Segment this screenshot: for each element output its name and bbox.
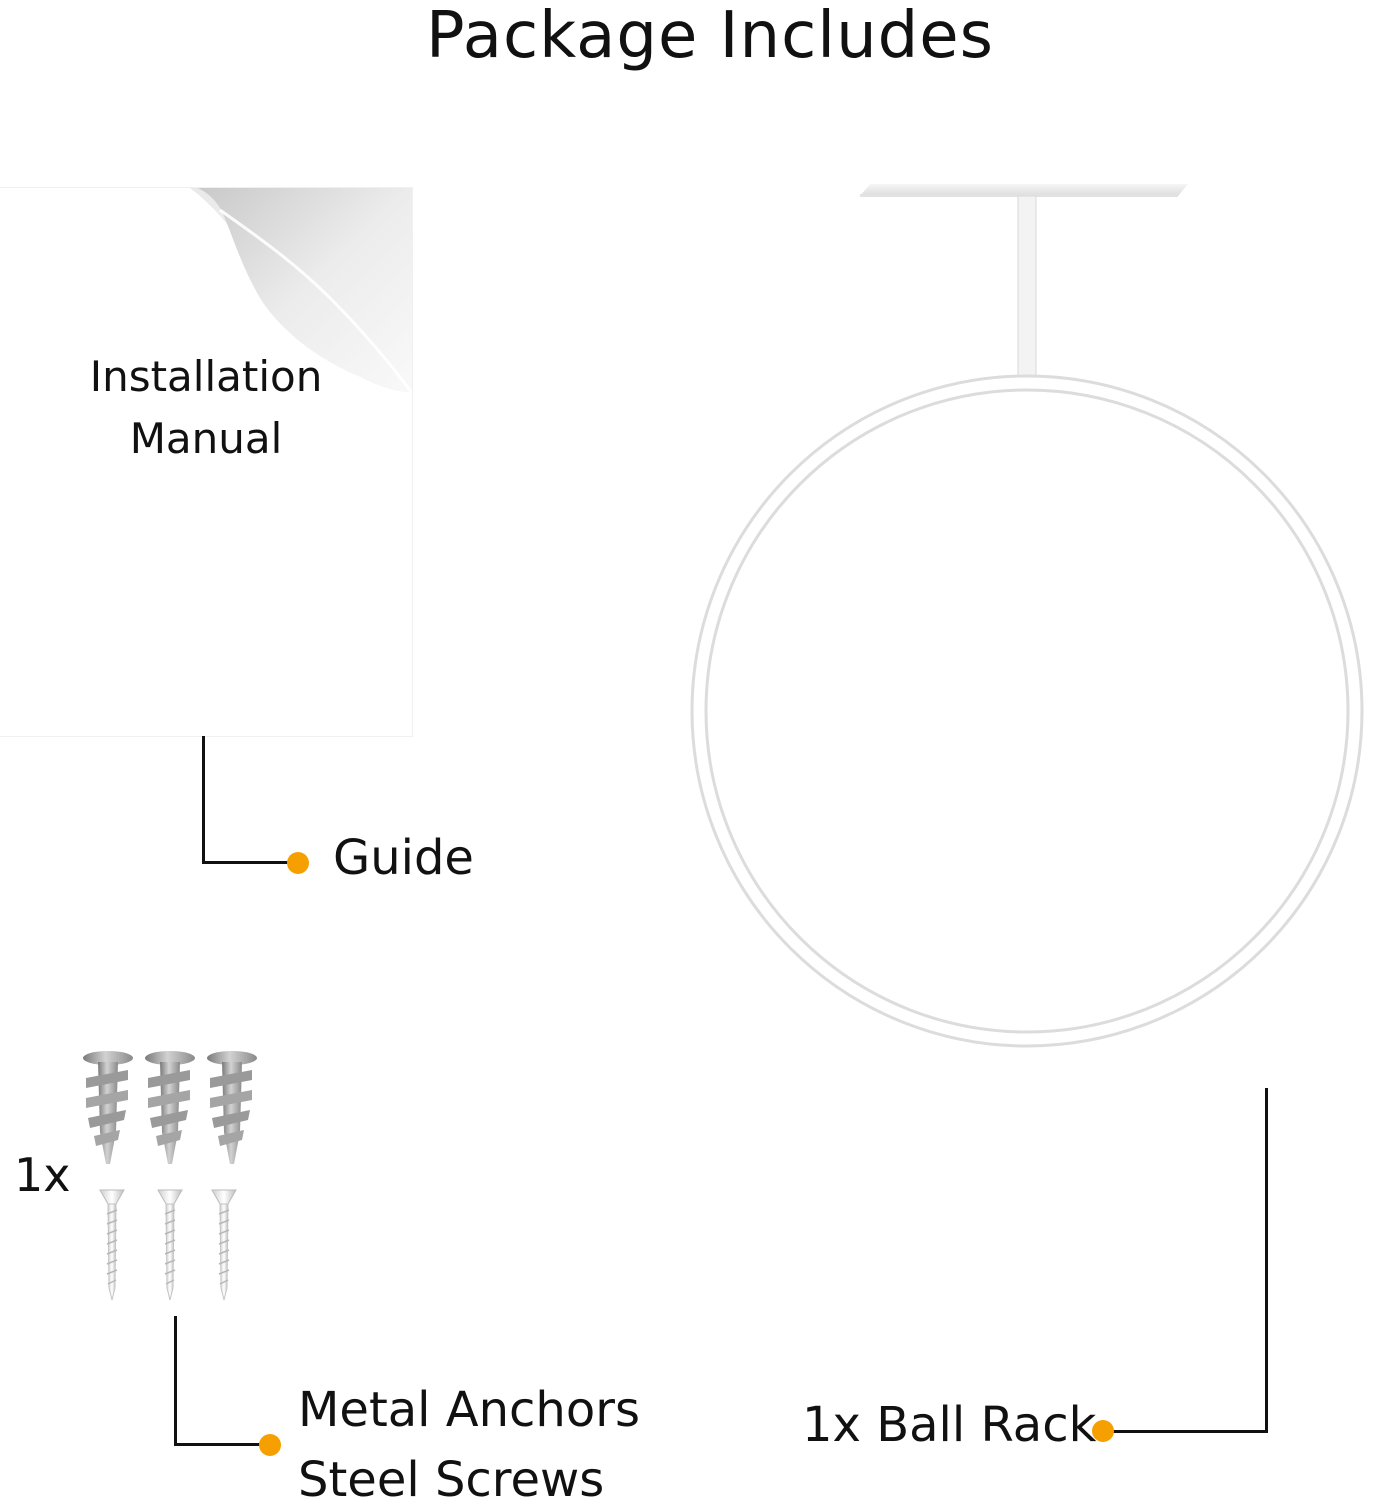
- hardware-bullet-dot: [259, 1434, 281, 1456]
- manual-cover-text: Installation Manual: [0, 346, 412, 470]
- manual-title-line1: Installation: [89, 352, 323, 401]
- ball-rack-image: [690, 184, 1364, 1048]
- page-title: Package Includes: [426, 0, 994, 73]
- guide-connector-vertical: [202, 736, 205, 864]
- guide-label: Guide: [333, 830, 474, 886]
- guide-connector-horizontal: [202, 861, 298, 864]
- rack-connector-horizontal: [1108, 1430, 1268, 1433]
- rack-connector-vertical: [1265, 1088, 1268, 1433]
- anchors-and-screws-image: [83, 1051, 257, 1301]
- hardware-label-line1: Metal Anchors: [298, 1382, 640, 1438]
- hardware-label-line2: Steel Screws: [298, 1452, 605, 1508]
- guide-bullet-dot: [287, 852, 309, 874]
- hardware-quantity: 1x: [14, 1148, 71, 1202]
- rack-bullet-dot: [1092, 1420, 1114, 1442]
- hardware-connector-vertical: [174, 1316, 177, 1446]
- hardware-connector-horizontal: [174, 1443, 270, 1446]
- page-curl-icon: [190, 188, 412, 394]
- rack-label: 1x Ball Rack: [802, 1397, 1097, 1453]
- installation-manual-image: Installation Manual: [0, 188, 412, 736]
- manual-title-line2: Manual: [129, 414, 283, 463]
